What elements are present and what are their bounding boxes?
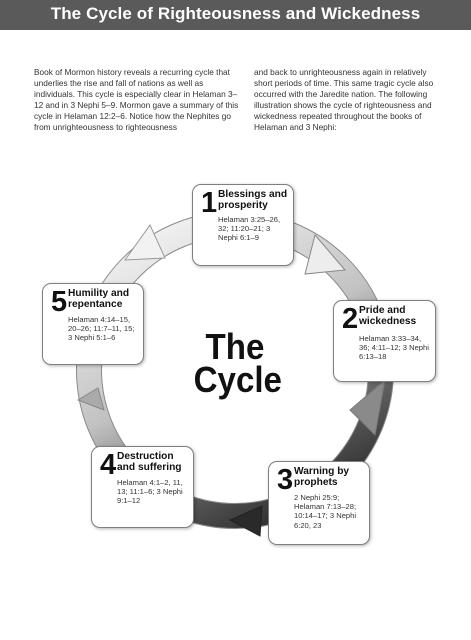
step-heading: Destruction and suffering (117, 451, 182, 473)
step-references: Helaman 3:25–26, 32; 11:20–21; 3 Nephi 6… (218, 215, 281, 243)
step-number: 5 (51, 286, 68, 318)
intro-text-right: and back to unrighteousness again in rel… (254, 67, 434, 132)
arrow-1-to-2 (304, 233, 347, 275)
page-title: The Cycle of Righteousness and Wickednes… (50, 4, 421, 23)
cycle-step-1: 1 Blessings and prosperity Helaman 3:25–… (192, 184, 294, 266)
cycle-step-5: 5 Humility and repentance Helaman 4:14–1… (42, 283, 144, 365)
cycle-step-2: 2 Pride and wickedness Helaman 3:33–34, … (333, 300, 436, 382)
cycle-step-3: 3 Warning by prophets 2 Nephi 25:9; Hela… (268, 461, 370, 545)
step-heading: Blessings and prosperity (218, 189, 288, 211)
arrow-4-to-5 (76, 387, 105, 411)
step-number: 2 (342, 303, 359, 335)
step-references: Helaman 4:14–15, 20–26; 11:7–11, 15; 3 N… (68, 315, 135, 343)
step-number: 4 (100, 449, 117, 481)
page-header: The Cycle of Righteousness and Wickednes… (0, 0, 471, 30)
arrow-5-to-1 (123, 224, 166, 261)
step-heading: Pride and wickedness (359, 305, 417, 327)
step-references: Helaman 3:33–34, 36; 4:11–12; 3 Nephi 6:… (359, 334, 429, 362)
cycle-step-4: 4 Destruction and suffering Helaman 4:1–… (91, 446, 194, 528)
step-number: 1 (201, 187, 218, 219)
arrow-2-to-3 (349, 378, 386, 437)
step-heading: Warning by prophets (294, 466, 350, 488)
intro-text-left: Book of Mormon history reveals a recurri… (34, 67, 239, 132)
step-heading: Humility and repentance (68, 288, 130, 310)
step-number: 3 (277, 464, 294, 496)
step-references: 2 Nephi 25:9; Helaman 7:13–28; 10:14–17;… (294, 493, 357, 530)
arrow-3-to-4 (228, 505, 263, 537)
step-references: Helaman 4:1–2, 11, 13; 11:1–6; 3 Nephi 9… (117, 478, 183, 506)
cycle-center-title: The Cycle (193, 326, 282, 400)
